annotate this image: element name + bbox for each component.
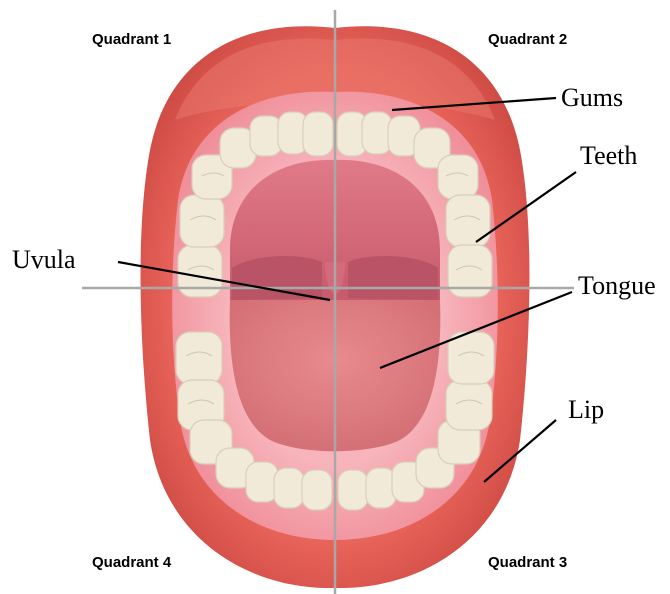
lip-label: Lip <box>568 395 604 424</box>
quadrant-4-label: Quadrant 4 <box>92 554 172 571</box>
quadrant-1-label: Quadrant 1 <box>92 31 171 48</box>
gums-label: Gums <box>561 83 623 112</box>
tongue-label: Tongue <box>578 271 656 300</box>
throat-left <box>232 256 322 300</box>
uvula-label: Uvula <box>12 245 76 274</box>
teeth-label: Teeth <box>580 141 637 170</box>
throat-right <box>348 256 438 300</box>
quadrant-3-label: Quadrant 3 <box>488 554 567 571</box>
quadrant-2-label: Quadrant 2 <box>488 31 567 48</box>
